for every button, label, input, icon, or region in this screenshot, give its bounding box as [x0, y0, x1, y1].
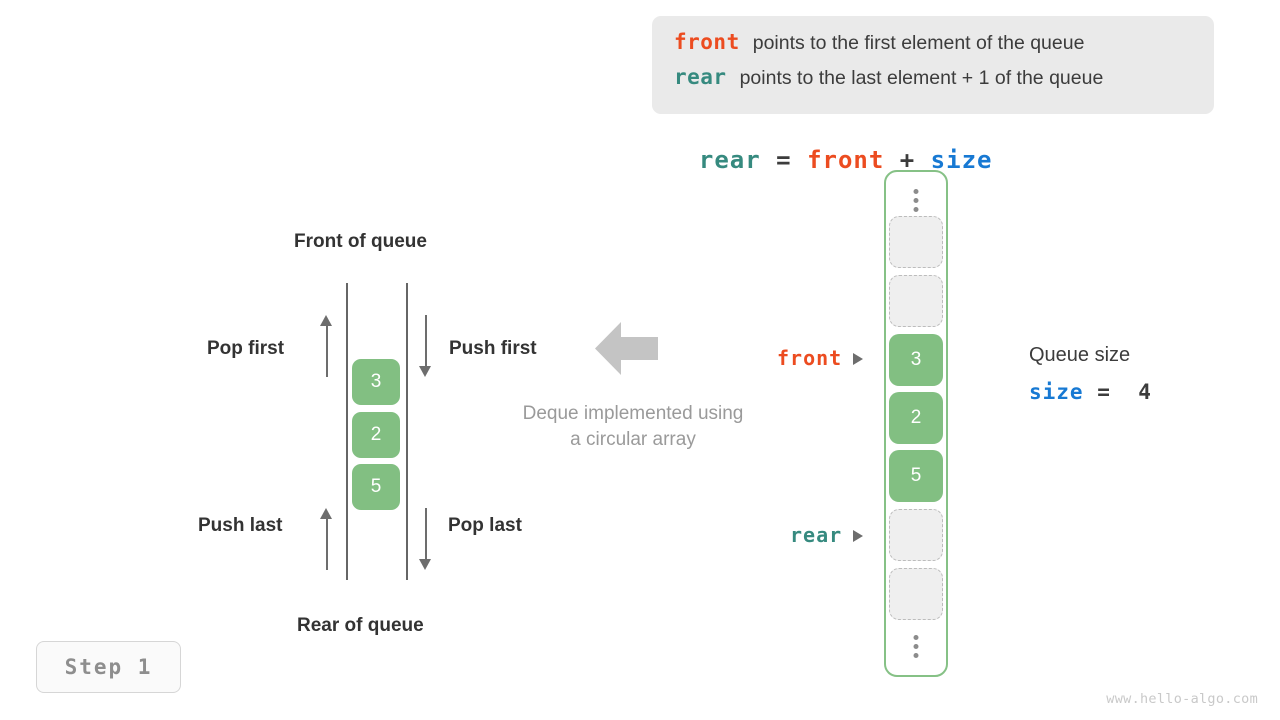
pop-last-label: Pop last: [448, 515, 522, 536]
array-slot-empty: [889, 275, 943, 327]
array-slot-empty: [889, 509, 943, 561]
legend-line-rear: rear points to the last element + 1 of t…: [674, 65, 1192, 100]
queue-size-equals: =: [1097, 380, 1111, 404]
push-first-label: Push first: [449, 338, 537, 359]
deque-cell: 2: [352, 412, 400, 458]
front-pointer-arrow-icon: [853, 353, 864, 365]
circular-array-container: 3 2 5: [884, 170, 948, 677]
front-pointer: front: [777, 346, 864, 370]
diagram-caption: Deque implemented using a circular array: [492, 401, 774, 453]
formula-expression: rear = front + size: [668, 118, 992, 174]
diagram-caption-line1: Deque implemented using: [522, 403, 744, 424]
legend-text-rear: points to the last element + 1 of the qu…: [739, 67, 1104, 89]
rear-pointer-label: rear: [790, 523, 843, 547]
legend-keyword-rear: rear: [674, 65, 727, 89]
queue-size-var: size: [1029, 380, 1084, 404]
array-slot-filled: 5: [889, 450, 943, 502]
queue-size-expression: size = 4: [1029, 380, 1152, 404]
legend-line-front: front points to the first element of the…: [674, 30, 1192, 65]
formula-lhs: rear: [698, 146, 761, 174]
watermark: www.hello-algo.com: [1106, 691, 1258, 707]
push-last-arrow-icon: [319, 508, 335, 570]
rear-pointer-arrow-icon: [853, 530, 864, 542]
deque-channel-line-right: [406, 283, 408, 580]
pop-first-arrow-icon: [319, 315, 335, 377]
step-badge: Step 1: [36, 641, 181, 693]
array-ellipsis-top-icon: [913, 189, 919, 212]
formula-term-size: size: [930, 146, 993, 174]
front-pointer-label: front: [777, 346, 843, 370]
legend-text-front: points to the first element of the queue: [752, 32, 1085, 54]
push-first-arrow-icon: [418, 315, 434, 377]
array-ellipsis-bottom-icon: [913, 635, 919, 658]
array-slot-filled: 2: [889, 392, 943, 444]
deque-channel-line-left: [346, 283, 348, 580]
array-slot-empty: [889, 216, 943, 268]
deque-cell: 5: [352, 464, 400, 510]
array-slot-empty: [889, 568, 943, 620]
formula-term-front: front: [807, 146, 885, 174]
left-arrow-icon: [595, 322, 658, 380]
pop-first-label: Pop first: [207, 338, 285, 359]
deque-cell: 3: [352, 359, 400, 405]
formula-plus: +: [884, 146, 931, 174]
queue-size-number: 4: [1138, 380, 1152, 404]
push-last-label: Push last: [198, 515, 283, 536]
queue-size-title: Queue size: [1029, 344, 1131, 366]
formula-equals: =: [760, 146, 808, 174]
front-of-queue-label: Front of queue: [294, 231, 427, 252]
pop-last-arrow-icon: [418, 508, 434, 570]
array-slot-filled: 3: [889, 334, 943, 386]
rear-of-queue-label: Rear of queue: [297, 615, 424, 636]
legend-box: front points to the first element of the…: [652, 16, 1214, 114]
diagram-caption-line2: a circular array: [570, 429, 696, 450]
legend-keyword-front: front: [674, 30, 740, 54]
rear-pointer: rear: [790, 523, 864, 547]
